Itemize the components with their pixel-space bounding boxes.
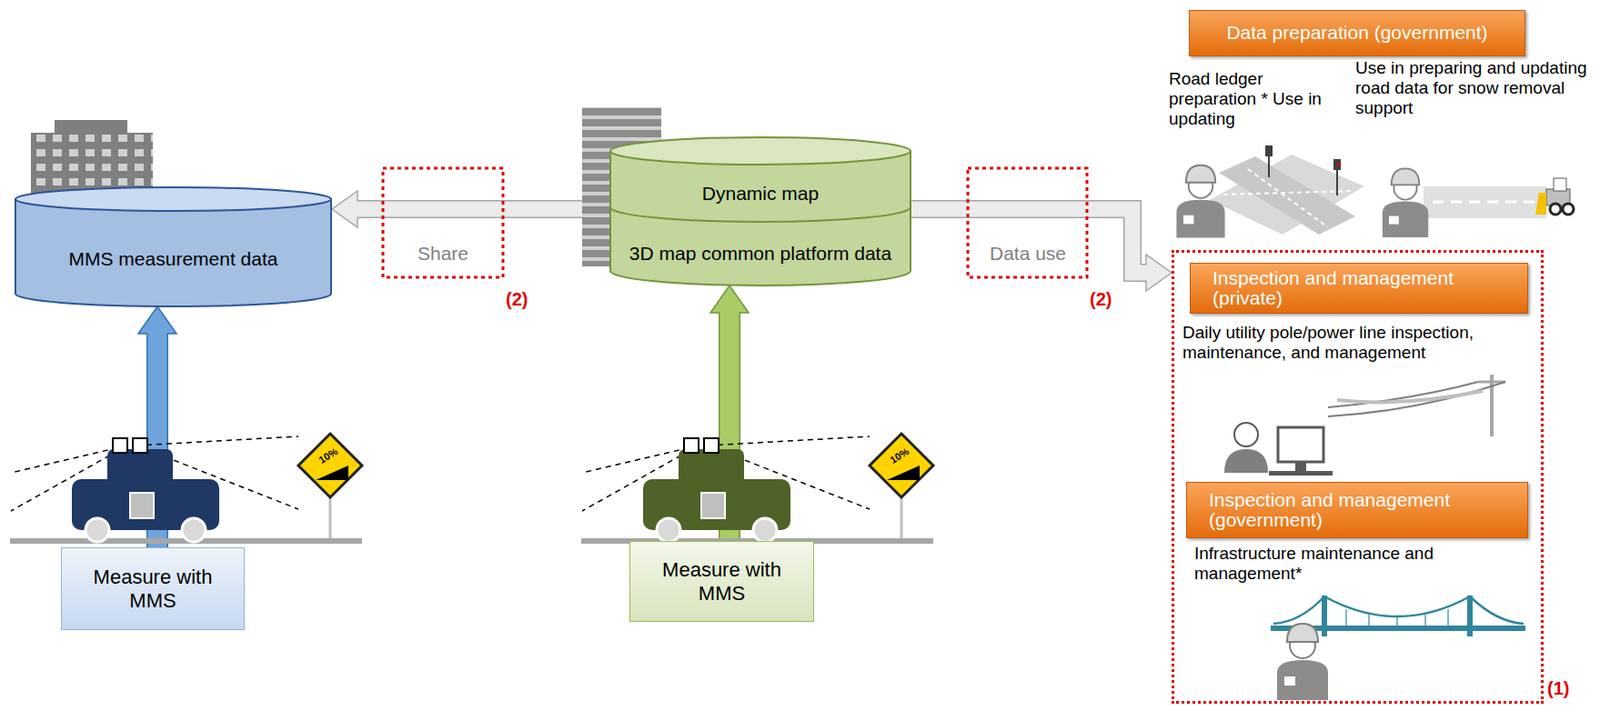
cylinder-top [15,187,332,212]
callout-number: (1) [1547,678,1570,700]
node-text: Measure with MMS [655,558,788,605]
worker-figure [1277,623,1329,701]
arrow-head [332,191,358,228]
worker-badge [1388,216,1399,225]
mms-vehicle [10,433,363,544]
worker-badge [1284,676,1296,686]
worker-body [1277,660,1329,701]
note-text: Daily utility pole/power line inspection… [1182,322,1538,363]
cylinder-body [15,199,332,307]
worker-helmet [1391,168,1420,185]
arrow-head [1146,254,1172,292]
callout-box [967,168,1087,278]
database-cylinder: Dynamic map3D map common platform data [609,136,912,286]
note-text: Use in preparing and updating road data … [1355,58,1594,119]
arrow-head [710,285,749,313]
node-text: 3D map common platform data [609,221,912,286]
cylinder-top [610,137,911,165]
block-arrow [911,209,1172,292]
node-text: MMS measurement data [69,248,279,271]
power-line-illustration [1328,374,1506,437]
cylinder-divider [610,207,911,222]
arrow-shaft [353,201,588,218]
worker-body [1176,200,1225,239]
arrow-shaft [911,209,1150,273]
category-header: Inspection and management (private) [1189,262,1529,314]
worker-badge [1183,215,1194,225]
category-header: Inspection and management (government) [1186,482,1529,539]
note-text: Road ledger preparation * Use in updatin… [1168,69,1324,130]
worker-figures [1176,165,1429,701]
block-arrow [332,191,610,228]
node-text: Data preparation (government) [1226,22,1488,43]
building-top [54,120,128,135]
process-box: Measure with MMS [60,547,245,631]
process-box: Measure with MMS [629,541,815,623]
arrow-head [138,306,177,334]
worker-helmet [1186,165,1216,183]
node-text: Inspection and management (private) [1212,268,1519,309]
node-text: Dynamic map [609,165,912,222]
edge-label: Share [397,242,489,265]
worker-helmet [1287,623,1319,643]
arrow-shaft-outline [911,209,1148,273]
node-text: Inspection and management (government) [1208,490,1519,531]
callout-box [382,168,504,278]
edge-label: Data use [977,242,1078,265]
note-text: Infrastructure maintenance and managemen… [1194,543,1504,584]
callout-number: (2) [505,289,528,311]
computer-operator [1224,422,1333,476]
worker-body [1382,201,1429,238]
node-text: Measure with MMS [87,565,219,613]
category-header: Data preparation (government) [1188,10,1526,57]
snow-removal-illustration [1423,178,1574,219]
cylinder-body [610,150,911,286]
worker-figure [1382,168,1429,238]
intersection-illustration [1209,145,1365,235]
worker-figure [1176,165,1225,239]
callout-number: (2) [1089,289,1112,311]
mms-vehicle [581,433,934,544]
database-cylinder: MMS measurement data [14,186,333,307]
callout-region: (1)Inspection and management (private)In… [1171,250,1544,705]
cylinder-outline [14,186,333,307]
